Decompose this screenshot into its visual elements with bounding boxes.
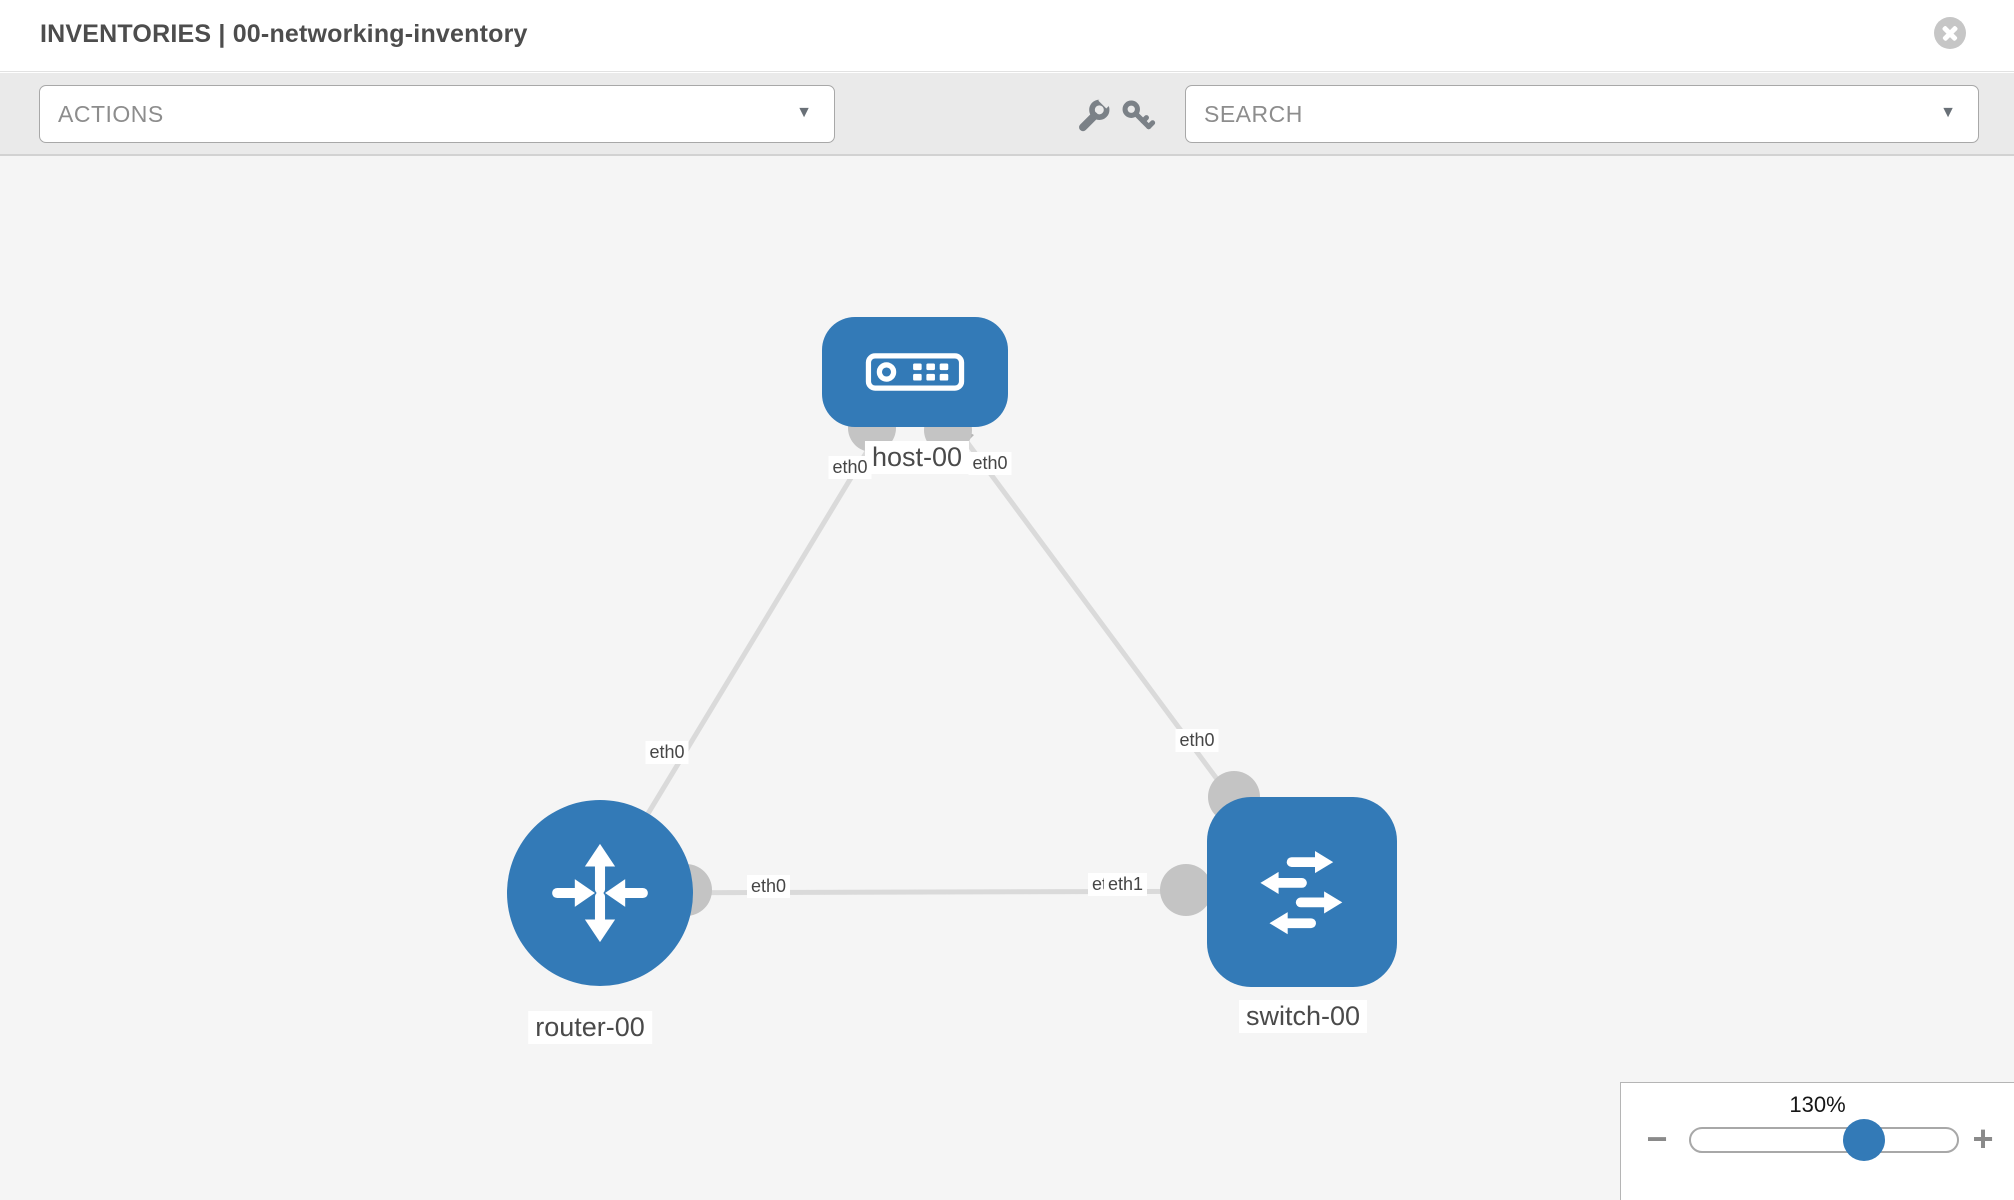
zoom-level-value: 130%: [1789, 1092, 1846, 1117]
zoom-out-button[interactable]: −: [1646, 1118, 1668, 1159]
zoom-slider-track[interactable]: [1689, 1127, 1959, 1153]
page-title: INVENTORIES | 00-networking-inventory: [40, 20, 528, 48]
node-host-00[interactable]: [822, 317, 1008, 427]
actions-dropdown-label: ACTIONS: [58, 101, 164, 127]
search-dropdown-label: SEARCH: [1204, 101, 1303, 127]
node-label-host: host-00: [864, 441, 970, 474]
links-layer: [597, 370, 1303, 916]
key-icon: [1122, 100, 1156, 130]
credentials-button[interactable]: [1114, 92, 1162, 140]
close-button[interactable]: [1934, 17, 1966, 49]
zoom-slider-thumb[interactable]: [1843, 1119, 1885, 1161]
port-label-router-eth0: eth0: [747, 875, 791, 898]
interface-connector: [1160, 864, 1212, 916]
wrench-icon: [1079, 98, 1110, 132]
zoom-control-panel: 130% − +: [1620, 1082, 2014, 1200]
port-label-host-eth0: eth0: [968, 452, 1012, 475]
actions-dropdown[interactable]: ACTIONS ▼: [39, 85, 835, 143]
node-label-switch: switch-00: [1238, 1000, 1368, 1033]
caret-down-icon: ▼: [1940, 104, 1956, 121]
switch-arrows-icon: [1260, 851, 1343, 935]
topology-canvas[interactable]: host-00 router-00 switch-00 eth0 eth0 et…: [0, 156, 2014, 1200]
router-arrows-icon: [552, 843, 648, 943]
node-router-00[interactable]: [507, 800, 693, 986]
configure-button[interactable]: [1068, 92, 1116, 140]
node-switch-00[interactable]: [1207, 797, 1397, 987]
caret-down-icon: ▼: [796, 104, 812, 121]
search-dropdown[interactable]: SEARCH ▼: [1185, 85, 1979, 143]
header-bar: INVENTORIES | 00-networking-inventory: [0, 0, 2014, 72]
port-label-switch-eth1: eth1: [1104, 873, 1148, 896]
zoom-in-button[interactable]: +: [1972, 1118, 1994, 1159]
port-label-host-eth0: eth0: [828, 456, 872, 479]
node-label-router: router-00: [528, 1011, 652, 1044]
toolbar: ACTIONS ▼ SEARCH ▼: [0, 73, 2014, 156]
port-label-router-eth0: eth0: [645, 741, 689, 764]
port-label-switch-eth0: eth0: [1175, 729, 1219, 752]
server-icon: [865, 353, 965, 391]
